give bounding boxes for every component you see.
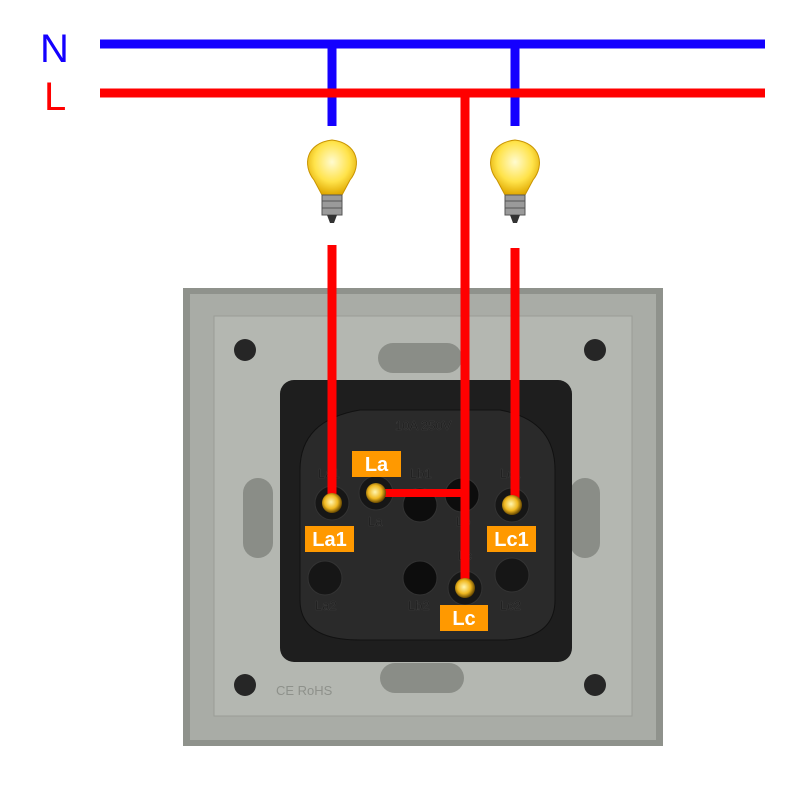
neutral-label: N: [40, 27, 69, 71]
terminal-label-lc: Lc: [440, 605, 488, 631]
switch-module: 10A 250V La1 La Lb1 Lb Lc1 La2 Lb2 Lc Lc…: [280, 380, 572, 662]
light-bulb-icon: [307, 139, 357, 223]
terminal-screw-la: [366, 483, 386, 503]
terminal-label-lc1: Lc1: [487, 526, 536, 552]
emboss-lb2: Lb2: [408, 598, 430, 613]
terminal-screw-lc: [455, 578, 475, 598]
terminal-screw-lc1: [502, 495, 522, 515]
emboss-lb1: Lb1: [410, 466, 432, 481]
rating-text: 10A 250V: [395, 418, 452, 433]
certification-mark: CE RoHS: [276, 683, 333, 698]
label-text: Lc: [452, 608, 475, 630]
terminal-screw-la1: [322, 493, 342, 513]
terminal-label-la1: La1: [305, 526, 354, 552]
emboss-la2: La2: [315, 598, 337, 613]
emboss-la: La: [368, 514, 383, 529]
light-bulb-icon: [490, 139, 540, 223]
label-text: Lc1: [494, 529, 528, 551]
label-text: La: [365, 454, 389, 476]
emboss-lc2: Lc2: [500, 598, 521, 613]
live-label: L: [44, 75, 66, 119]
label-text: La1: [312, 529, 346, 551]
terminal-label-la: La: [352, 451, 401, 477]
